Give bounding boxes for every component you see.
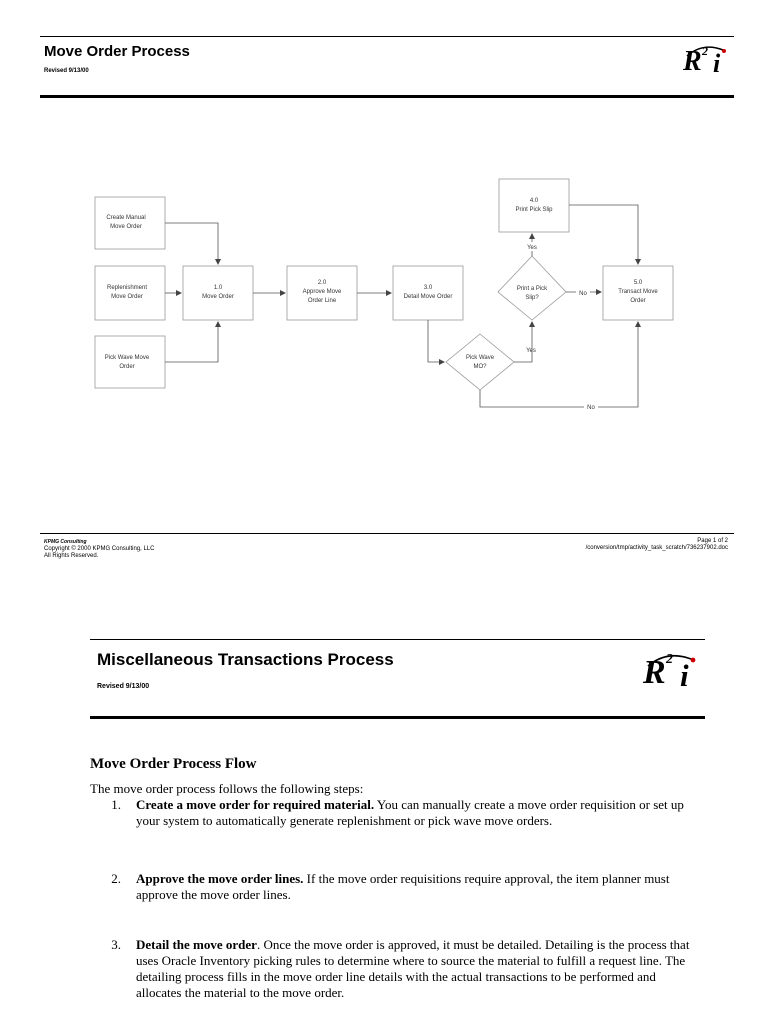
step-bold-lead: Detail the move order	[136, 937, 257, 952]
page1-footer-right: Page 1 of 2 /conversion/tmp/activity_tas…	[586, 538, 728, 552]
page1-revised-date: Revised 9/13/00	[44, 68, 89, 74]
decision-print-pick-slip: Print a Pick Slip?	[497, 255, 567, 321]
node-transact: 5.0 Transact Move Order	[602, 265, 674, 321]
page1-logo: R 2 i	[683, 44, 729, 80]
node-approve-line1: Approve Move	[303, 289, 342, 295]
edge-detail-to-pick-wave-decision	[427, 320, 445, 365]
edge-pick-wave-to-move-order	[165, 321, 221, 363]
step-text: Detail the move order. Once the move ord…	[136, 937, 701, 1001]
step-text: Approve the move order lines. If the mov…	[136, 871, 701, 903]
node-replenishment-line1: Replenishment	[107, 285, 147, 291]
logo-swoosh-icon	[647, 654, 696, 667]
footer-copyright: Copyright © 2000 KPMG Consulting, LLC	[44, 546, 155, 552]
decision-wave-line2: MO?	[473, 364, 487, 370]
section-title: Move Order Process Flow	[90, 756, 257, 772]
node-transact-line2: Order	[630, 298, 645, 304]
node-detail: 3.0 Detail Move Order	[392, 265, 464, 321]
page2-logo: R 2 i	[643, 652, 699, 696]
label-no-print: No	[579, 291, 587, 297]
node-replenishment-line2: Move Order	[111, 294, 143, 300]
node-pick-wave-line1: Pick Wave Move	[105, 355, 150, 361]
node-approve-line2: Order Line	[308, 298, 337, 304]
node-approve-num: 2.0	[318, 280, 327, 286]
node-move-order-num: 1.0	[214, 285, 223, 291]
intro-paragraph: The move order process follows the follo…	[90, 781, 364, 796]
page1-logo-i: i	[713, 49, 721, 78]
page2-title: Miscellaneous Transactions Process	[97, 650, 394, 669]
step-number: 1.	[111, 797, 121, 812]
label-yes-print: Yes	[527, 245, 537, 251]
node-pick-wave-line2: Order	[119, 364, 134, 370]
process-steps-list: 1. Create a move order for required mate…	[101, 797, 701, 1024]
edge-wave-no-to-transact	[479, 321, 641, 408]
logo-swoosh-icon	[686, 46, 726, 57]
node-print-slip: 4.0 Print Pick Slip	[498, 178, 570, 233]
page1-logo-r: R	[683, 46, 702, 77]
step-bold-lead: Approve the move order lines.	[136, 871, 304, 886]
decision-pick-wave-mo: Pick Wave MO?	[445, 333, 515, 391]
node-transact-line1: Transact Move	[618, 289, 658, 295]
footer-rights: All Rights Reserved.	[44, 553, 99, 559]
node-print-slip-label: Print Pick Slip	[515, 207, 553, 213]
node-create-manual-line1: Create Manual	[106, 215, 145, 221]
page2-header-top-rule	[90, 639, 705, 640]
page1-logo-sup: 2	[702, 44, 708, 58]
footer-company: KPMG Consulting	[44, 539, 87, 545]
page1-footer-left: KPMG Consulting Copyright © 2000 KPMG Co…	[44, 539, 154, 560]
decision-print-line1: Print a Pick	[517, 286, 548, 292]
node-create-manual-line2: Move Order	[110, 224, 142, 230]
step-number: 3.	[111, 937, 121, 952]
node-move-order-label: Move Order	[202, 294, 234, 300]
footer-page-number: Page 1 of 2	[697, 538, 728, 544]
page1-footer-rule	[40, 533, 734, 534]
node-print-slip-num: 4.0	[530, 198, 539, 204]
diagram-connectors	[165, 204, 641, 408]
node-create-manual: Create Manual Move Order	[94, 196, 166, 250]
node-replenishment: Replenishment Move Order	[94, 265, 166, 321]
node-pick-wave: Pick Wave Move Order	[94, 335, 166, 389]
page2-logo-i: i	[680, 658, 689, 693]
step-body: You can manually create a move order req…	[136, 797, 684, 828]
node-move-order: 1.0 Move Order	[182, 265, 254, 321]
page2-header-bottom-rule	[90, 716, 705, 719]
page1-header-bottom-rule	[40, 95, 734, 98]
page1-header-top-rule	[40, 36, 734, 37]
page2-logo-sup: 2	[666, 652, 673, 667]
node-transact-num: 5.0	[634, 280, 643, 286]
node-detail-label: Detail Move Order	[404, 294, 453, 300]
edge-wave-yes-to-print-decision	[514, 321, 535, 363]
step-text: Create a move order for required materia…	[136, 797, 701, 829]
label-yes-wave: Yes	[526, 348, 536, 354]
edge-create-manual-to-move-order	[165, 222, 221, 265]
page2-revised-date: Revised 9/13/00	[97, 683, 150, 690]
node-detail-num: 3.0	[424, 285, 433, 291]
decision-wave-line1: Pick Wave	[466, 355, 495, 361]
step-number: 2.	[111, 871, 121, 886]
move-order-flow-diagram: Create Manual Move Order Replenishment M…	[94, 178, 674, 411]
step-body: . Once the move order is approved, it mu…	[136, 937, 690, 1000]
page1-title: Move Order Process	[44, 43, 190, 60]
edge-print-slip-to-transact	[569, 204, 641, 265]
step-bold-lead: Create a move order for required materia…	[136, 797, 375, 812]
page2-logo-r: R	[643, 654, 666, 691]
footer-file-path: /conversion/tmp/activity_task_scratch/73…	[585, 545, 728, 551]
label-no-wave: No	[587, 405, 595, 411]
node-approve: 2.0 Approve Move Order Line	[286, 265, 358, 321]
decision-print-line2: Slip?	[525, 295, 539, 301]
step-body: If the move order requisitions require a…	[136, 871, 670, 902]
